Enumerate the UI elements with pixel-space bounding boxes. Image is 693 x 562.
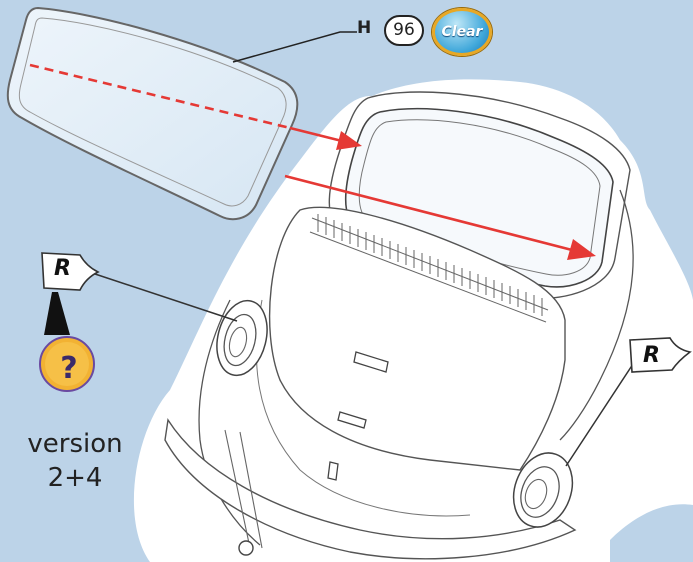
version-line-1: version [20, 428, 130, 462]
exhaust-tip [239, 541, 253, 555]
version-line-2: 2+4 [20, 462, 130, 496]
part-number-circle: 96 [384, 15, 424, 46]
question-symbol: ? [56, 351, 82, 386]
clear-part-badge-icon: Clear [432, 8, 492, 56]
part-prefix: H [357, 18, 371, 38]
rear-window-glass-part [8, 8, 298, 219]
part-leader-line [233, 32, 357, 62]
flag-letter-right: R [643, 343, 660, 368]
flag-letter-left: R [54, 256, 71, 281]
clear-badge-label: Clear [442, 24, 483, 40]
version-note: version 2+4 [20, 428, 130, 496]
